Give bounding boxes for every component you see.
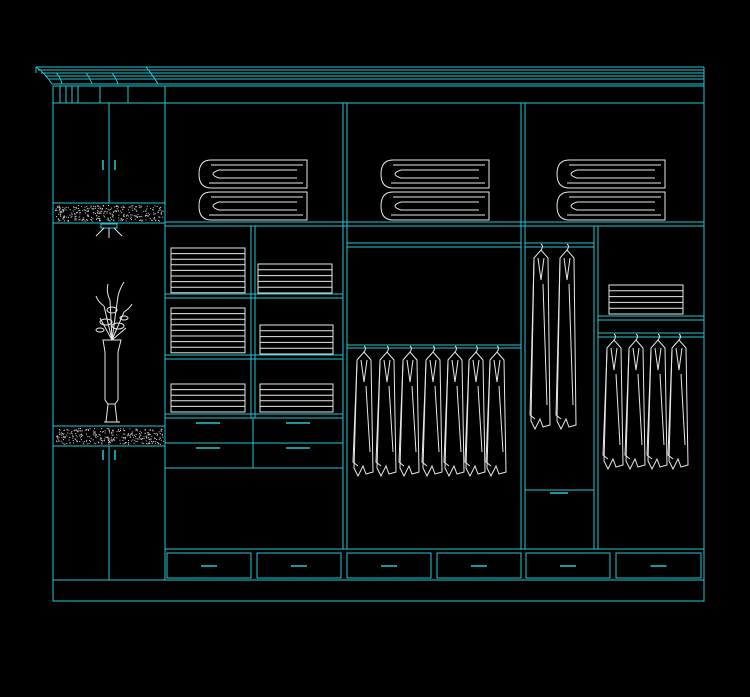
- folded-clothes-stack: [259, 324, 334, 355]
- left-bay-cubbies: [165, 226, 684, 469]
- downlight: [95, 223, 123, 238]
- base-drawer: [436, 552, 522, 579]
- folded-clothes-stack: [259, 383, 334, 413]
- folded-clothes-stack: [608, 284, 684, 315]
- base-drawer: [615, 552, 702, 579]
- hanging-garment: [485, 345, 507, 478]
- hanging-garment: [667, 333, 689, 471]
- hanging-garment: [529, 243, 551, 431]
- base-drawers: [166, 552, 702, 579]
- hanging-garment: [375, 345, 397, 478]
- left-display-column: [52, 85, 166, 581]
- folded-clothes-stack: [257, 263, 333, 294]
- folded-clothes-stack: [170, 307, 246, 354]
- rolled-blankets: [198, 159, 666, 221]
- hanging-garment: [602, 333, 624, 471]
- hanging-garment: [443, 345, 465, 478]
- base-drawer: [166, 552, 252, 579]
- middle-hanging-bay: [347, 242, 521, 349]
- rolled-blanket: [556, 159, 666, 221]
- hanging-garment: [421, 345, 443, 478]
- hanging-garment: [398, 345, 420, 478]
- base-drawer: [525, 552, 611, 579]
- hanging-garment: [555, 243, 577, 431]
- base-drawer: [346, 552, 432, 579]
- far-right-bay: [598, 315, 704, 338]
- hanging-garments: [352, 243, 689, 478]
- hanging-garment: [464, 345, 486, 478]
- crown-moulding: [35, 66, 705, 86]
- right-hanging-bay: [524, 242, 595, 550]
- hanging-garment: [624, 333, 646, 471]
- rolled-blanket: [380, 159, 490, 221]
- hanging-garment: [352, 345, 374, 478]
- wardrobe-frame: [52, 85, 705, 602]
- base-drawer: [256, 552, 342, 579]
- folded-clothes-stack: [170, 383, 246, 413]
- folded-clothes-stack: [170, 247, 246, 294]
- rolled-blanket: [198, 159, 308, 221]
- hanging-garment: [646, 333, 668, 471]
- vase-with-plant: [95, 281, 133, 423]
